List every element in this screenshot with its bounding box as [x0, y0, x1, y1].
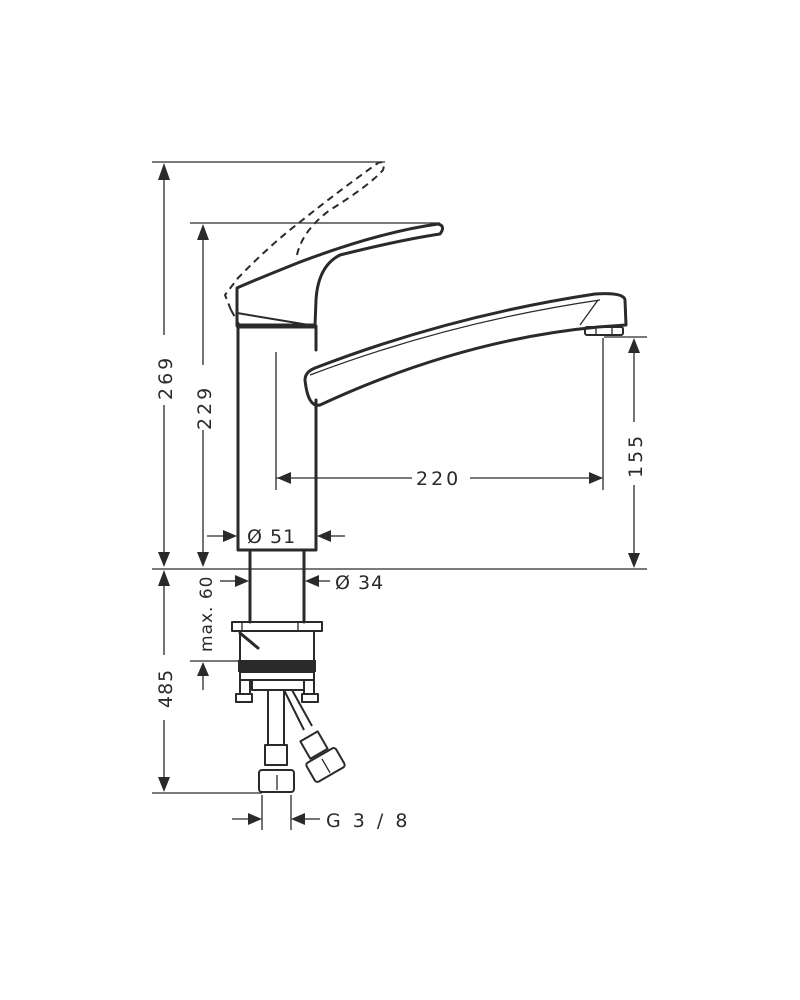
dim-max60-label: max. 60: [197, 576, 217, 652]
faucet-body: [236, 323, 318, 552]
dim-220-label: 220: [416, 468, 461, 490]
dim-155-label: 155: [625, 433, 647, 478]
dimension-spout-reach: 220: [276, 338, 604, 490]
dimension-outlet-height: 155: [604, 336, 647, 568]
dim-g38-label: G 3 / 8: [326, 810, 410, 832]
mounting-hardware: [231, 550, 346, 793]
dim-485-label: 485: [155, 669, 177, 708]
dim-269-label: 269: [155, 355, 177, 400]
spout: [303, 292, 628, 407]
lever-handle-raised: [223, 161, 385, 327]
dimension-body-diameter: Ø 51: [207, 526, 345, 548]
dimension-hose-length: 485: [152, 570, 262, 794]
dimension-max-deck: max. 60: [190, 576, 240, 690]
dim-229-label: 229: [194, 385, 216, 430]
dim-d51-label: Ø 51: [247, 526, 296, 548]
dimension-handle-height: 229: [190, 222, 440, 567]
dimension-thread: G 3 / 8: [232, 795, 410, 832]
dimension-shank-diameter: Ø 34: [220, 572, 384, 594]
dimension-total-height: 269: [152, 161, 385, 567]
dim-d34-label: Ø 34: [335, 572, 384, 594]
lever-handle: [235, 222, 445, 328]
